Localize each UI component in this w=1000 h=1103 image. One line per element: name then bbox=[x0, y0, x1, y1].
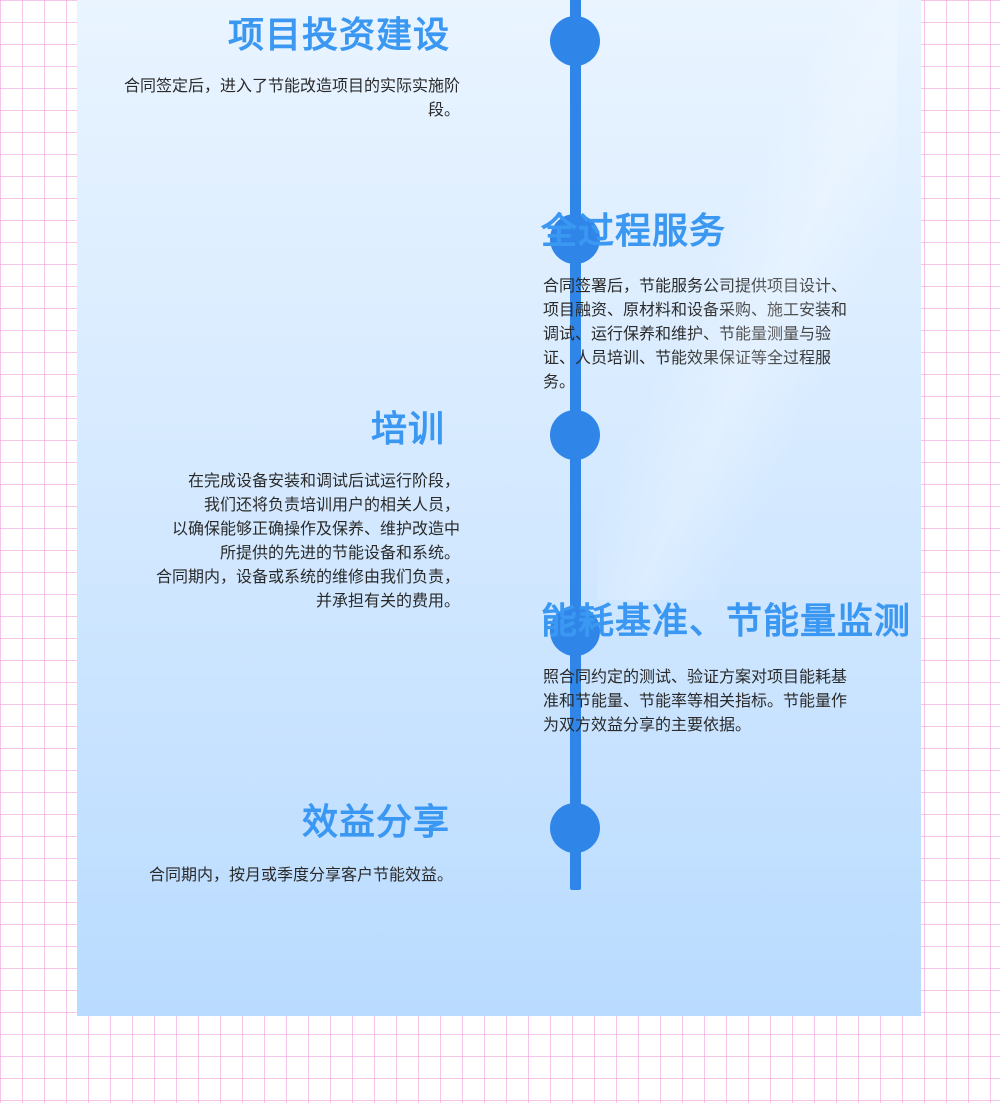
step-desc-training-line: 在完成设备安装和调试后试运行阶段， bbox=[187, 471, 460, 490]
step-title-investment: 项目投资建设 bbox=[227, 15, 450, 56]
step-desc-training-line: 以确保能够正确操作及保养、维护改造中 bbox=[171, 519, 460, 538]
step-title-benefit-sharing: 效益分享 bbox=[301, 802, 450, 843]
timeline-dot-1 bbox=[550, 16, 600, 66]
step-desc-training-line: 我们还将负责培训用户的相关人员， bbox=[203, 495, 460, 514]
step-desc-training-line: 合同期内，设备或系统的维修由我们负责， bbox=[155, 567, 460, 586]
timeline-dot-3 bbox=[550, 410, 600, 460]
timeline-dot-5 bbox=[550, 803, 600, 853]
step-desc-monitoring: 照合同约定的测试、验证方案对项目能耗基准和节能量、节能率等相关指标。节能量作为双… bbox=[543, 667, 848, 734]
step-desc-training-line: 所提供的先进的节能设备和系统。 bbox=[219, 543, 460, 562]
timeline-dot-4 bbox=[550, 606, 600, 656]
timeline-panel: 项目投资建设 合同签定后，进入了节能改造项目的实际实施阶段。 全过程服务 合同签… bbox=[77, 0, 921, 1016]
step-title-monitoring: 能耗基准、节能量监测 bbox=[541, 601, 912, 642]
step-desc-full-service: 合同签署后，节能服务公司提供项目设计、项目融资、原材料和设备采购、施工安装和调试… bbox=[543, 276, 848, 391]
step-desc-training: 在完成设备安装和调试后试运行阶段， 我们还将负责培训用户的相关人员， 以确保能够… bbox=[77, 469, 460, 613]
timeline-dot-2 bbox=[550, 214, 600, 264]
step-desc-investment: 合同签定后，进入了节能改造项目的实际实施阶段。 bbox=[123, 76, 460, 119]
step-desc-benefit-sharing: 合同期内，按月或季度分享客户节能效益。 bbox=[148, 865, 453, 884]
step-title-full-service: 全过程服务 bbox=[541, 211, 727, 252]
step-title-training: 培训 bbox=[370, 409, 445, 450]
step-desc-training-line: 并承担有关的费用。 bbox=[315, 591, 460, 610]
